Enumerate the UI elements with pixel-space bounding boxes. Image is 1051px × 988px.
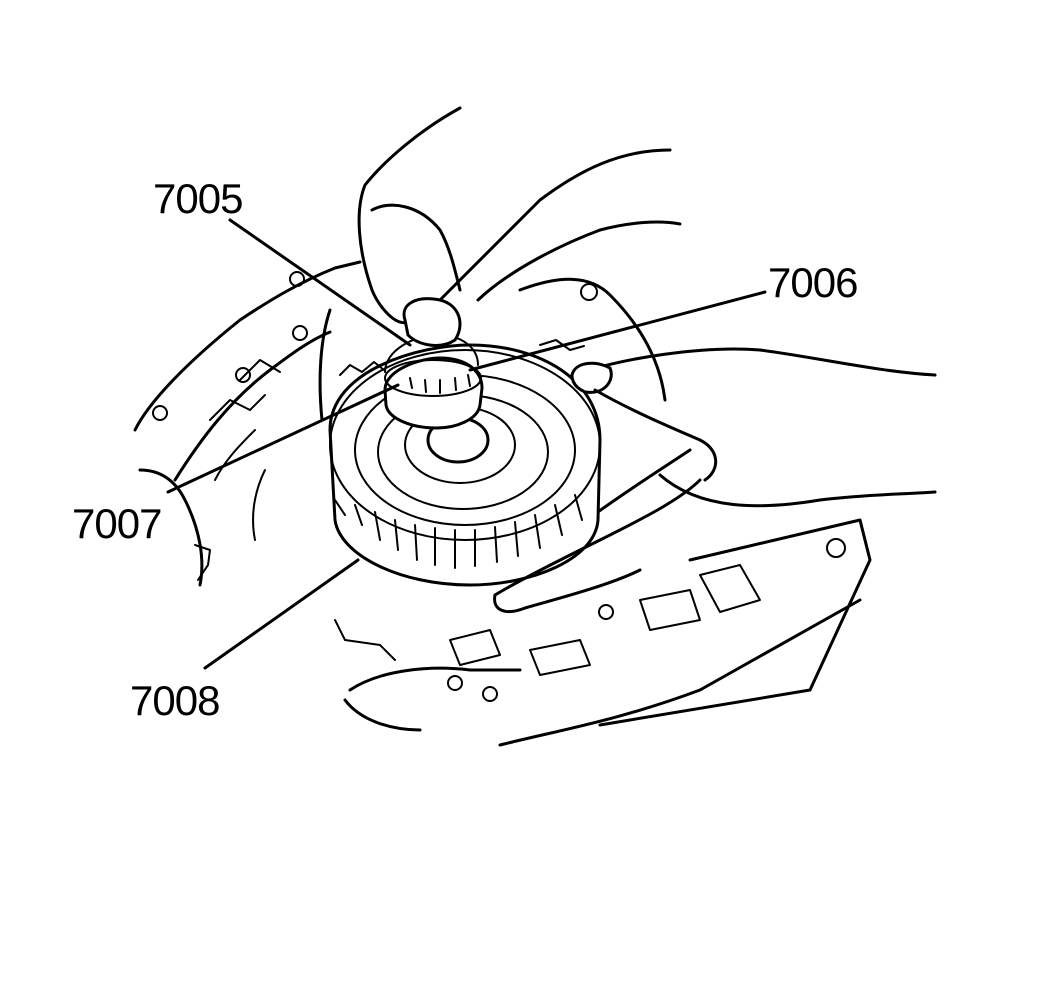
leader-line-7008 [203,558,360,670]
callout-7007: 7007 [72,500,162,547]
leader-line-7005 [228,218,412,347]
leader-line-7006 [468,290,767,372]
leader-line-7007 [166,383,400,494]
callout-7006: 7006 [768,259,858,306]
callout-7005: 7005 [153,175,243,222]
technician-hands [318,106,937,613]
leader-lines [166,218,767,670]
callout-7008: 7008 [130,677,220,724]
transmission-case-right [334,277,872,747]
transmission-case-left [133,260,362,587]
